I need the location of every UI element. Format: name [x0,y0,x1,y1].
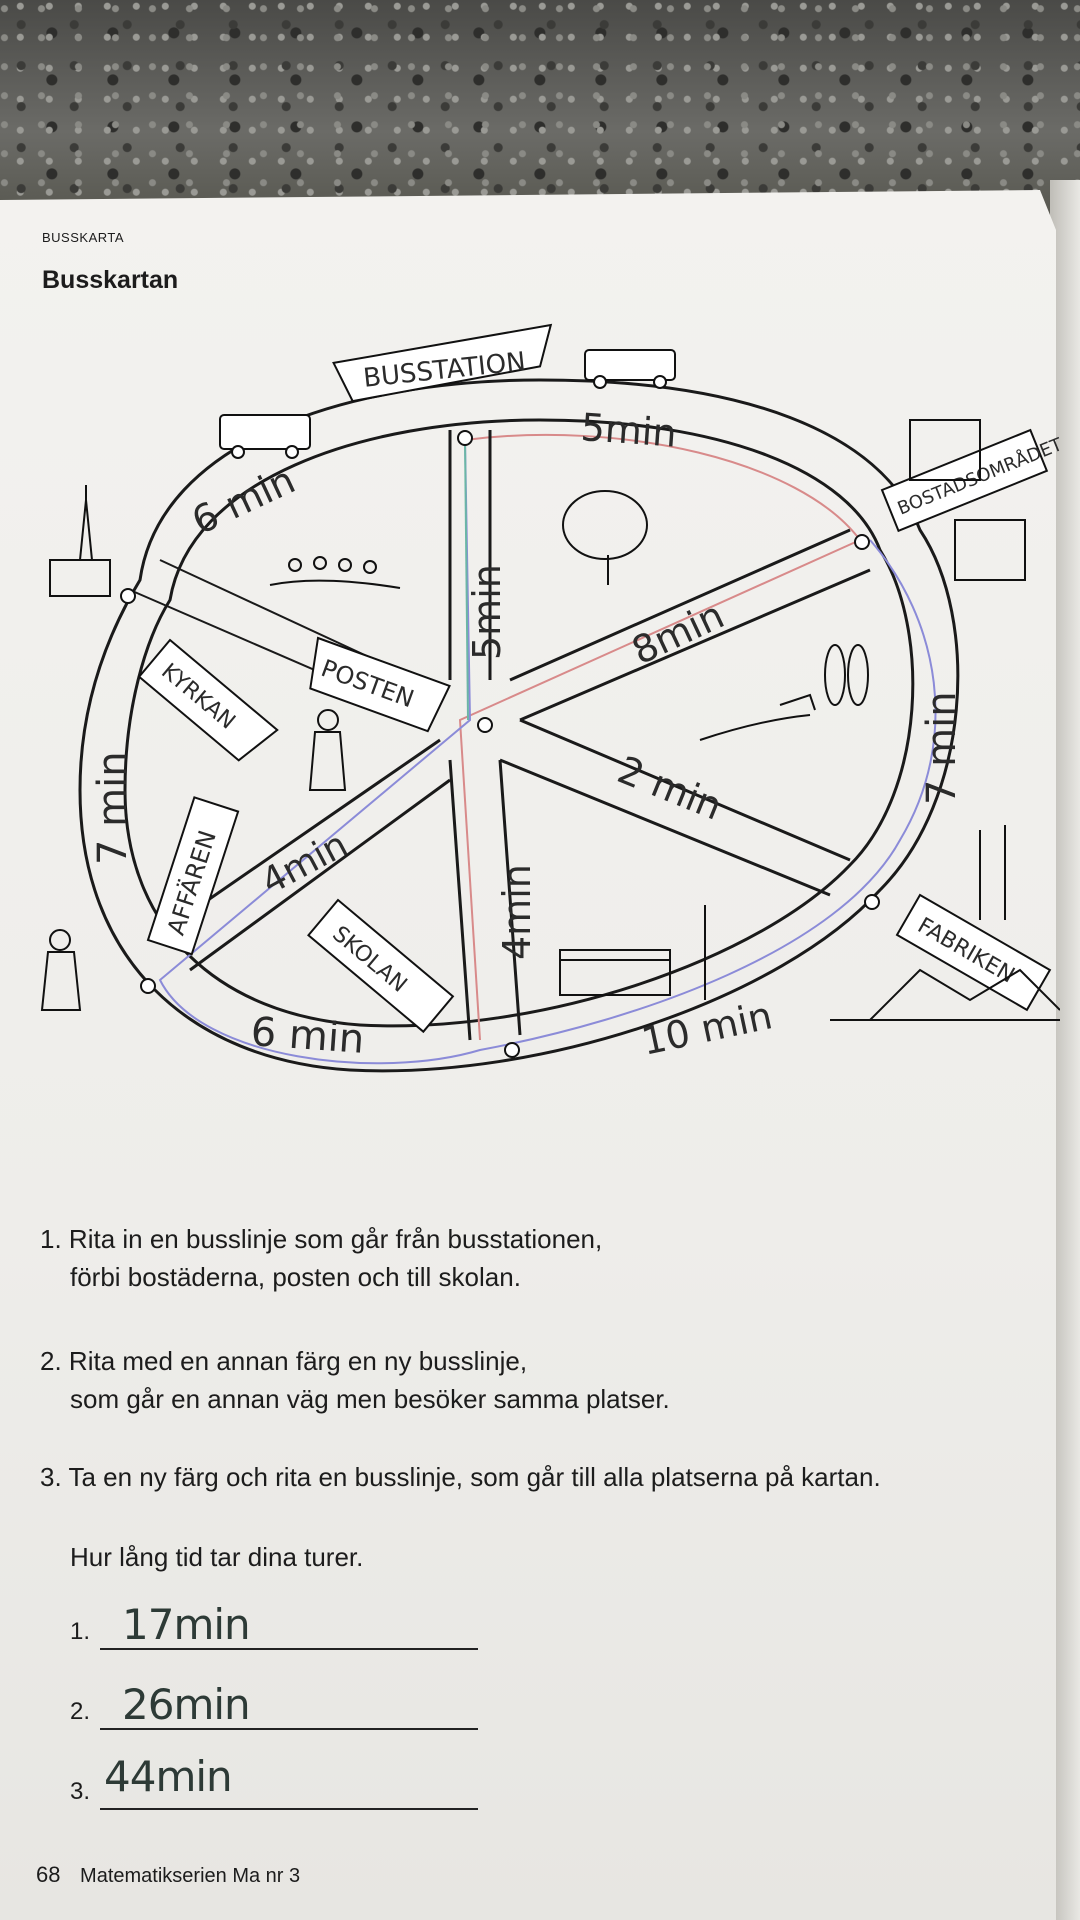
time-prompt: Hur lång tid tar dina turer. [70,1542,364,1572]
ring-road-outer [78,378,960,1073]
time-affaren-skolan: 6 min [249,1009,366,1063]
time-posten-skolan: 4min [495,864,539,960]
ring-road-inner [123,418,915,1028]
answer-1-value: 17min [122,1600,251,1649]
answer-1-line[interactable] [100,1648,478,1650]
road-posten-skolan [448,759,522,1041]
answer-1-number: 1. [70,1618,91,1645]
sign-fabriken: FABRIKEN [895,893,1052,1012]
time-affaren-posten: 4min [255,824,354,903]
road-bostad-posten [509,528,871,722]
route-red [458,433,862,1041]
route-blue [158,439,937,1065]
cat-icon [699,693,816,741]
question-2-line1: Rita med en annan färg en ny busslinje, [68,1346,528,1376]
question-1: 1. Rita in en busslinje som går från bus… [40,1220,602,1296]
poplars-icon [824,644,869,706]
sign-bostadsomradet: BOSTADSOMRÅDET [880,428,1060,533]
tree-icon [562,490,648,585]
bus-icon [219,349,676,459]
factory-icon [830,825,1060,1021]
bus-map: BUSSTATION BOSTADSOMRÅDET KYRKAN POSTEN … [40,323,1060,1073]
workbook-page [0,190,1056,1920]
answer-3-number: 3. [70,1778,91,1805]
question-2: 2. Rita med en annan färg en ny busslinj… [40,1342,670,1418]
book-title: Matematikserien Ma nr 3 [80,1865,301,1887]
stop-busstation [457,430,473,446]
church-icon [49,485,111,597]
sign-busstation: BUSSTATION [332,323,553,403]
stop-kyrkan [120,588,136,604]
time-posten-fabriken: 2 min [612,748,729,829]
section-label: BUSSKARTA [42,230,125,245]
answer-3-line[interactable] [100,1808,478,1810]
apartments-icon [909,419,1026,581]
school-icon [559,905,706,1000]
answer-2-value: 26min [122,1680,251,1729]
stop-affaren [140,978,156,994]
question-3: 3. Ta en ny färg och rita en busslinje, … [40,1458,881,1496]
time-busstation-bostad: 5min [579,405,678,456]
answer-3-value: 44min [104,1752,233,1801]
road-busstation-posten [448,430,492,680]
sign-kyrkan: KYRKAN [137,638,279,762]
shopper-icon [40,929,82,1011]
sign-skolan: SKOLAN [307,898,455,1034]
time-busstation-posten: 5min [465,564,509,660]
sign-posten: POSTEN [309,636,451,733]
sign-affaren: AFFÄREN [146,796,240,956]
route-green [464,439,469,721]
question-1-line2: förbi bostäderna, posten och till skolan… [70,1262,521,1292]
stop-skolan [504,1042,520,1058]
answer-2-line[interactable] [100,1728,478,1730]
question-2-line2: som går en annan väg men besöker samma p… [70,1384,670,1414]
page-number: 68 [36,1862,61,1887]
question-3-number: 3. [40,1462,62,1492]
stop-bostad [854,534,870,550]
postman-icon [308,709,347,791]
granite-countertop [0,0,1080,220]
question-1-number: 1. [40,1224,62,1254]
answer-2-number: 2. [70,1698,91,1725]
question-1-line1: Rita in en busslinje som går från bussta… [68,1224,603,1254]
question-2-number: 2. [40,1346,62,1376]
page-footer: 68 Matematikserien Ma nr 3 [36,1862,300,1888]
stop-fabriken [864,894,880,910]
stop-posten [477,717,493,733]
page-title: Busskartan [42,266,179,294]
time-bostad-fabriken: 7 min [919,691,965,805]
time-kyrkan-affaren: 7 min [90,751,136,865]
road-posten-fabriken [499,718,851,897]
flowers-icon [269,556,401,589]
question-3-line1: Ta en ny färg och rita en busslinje, som… [68,1462,881,1492]
